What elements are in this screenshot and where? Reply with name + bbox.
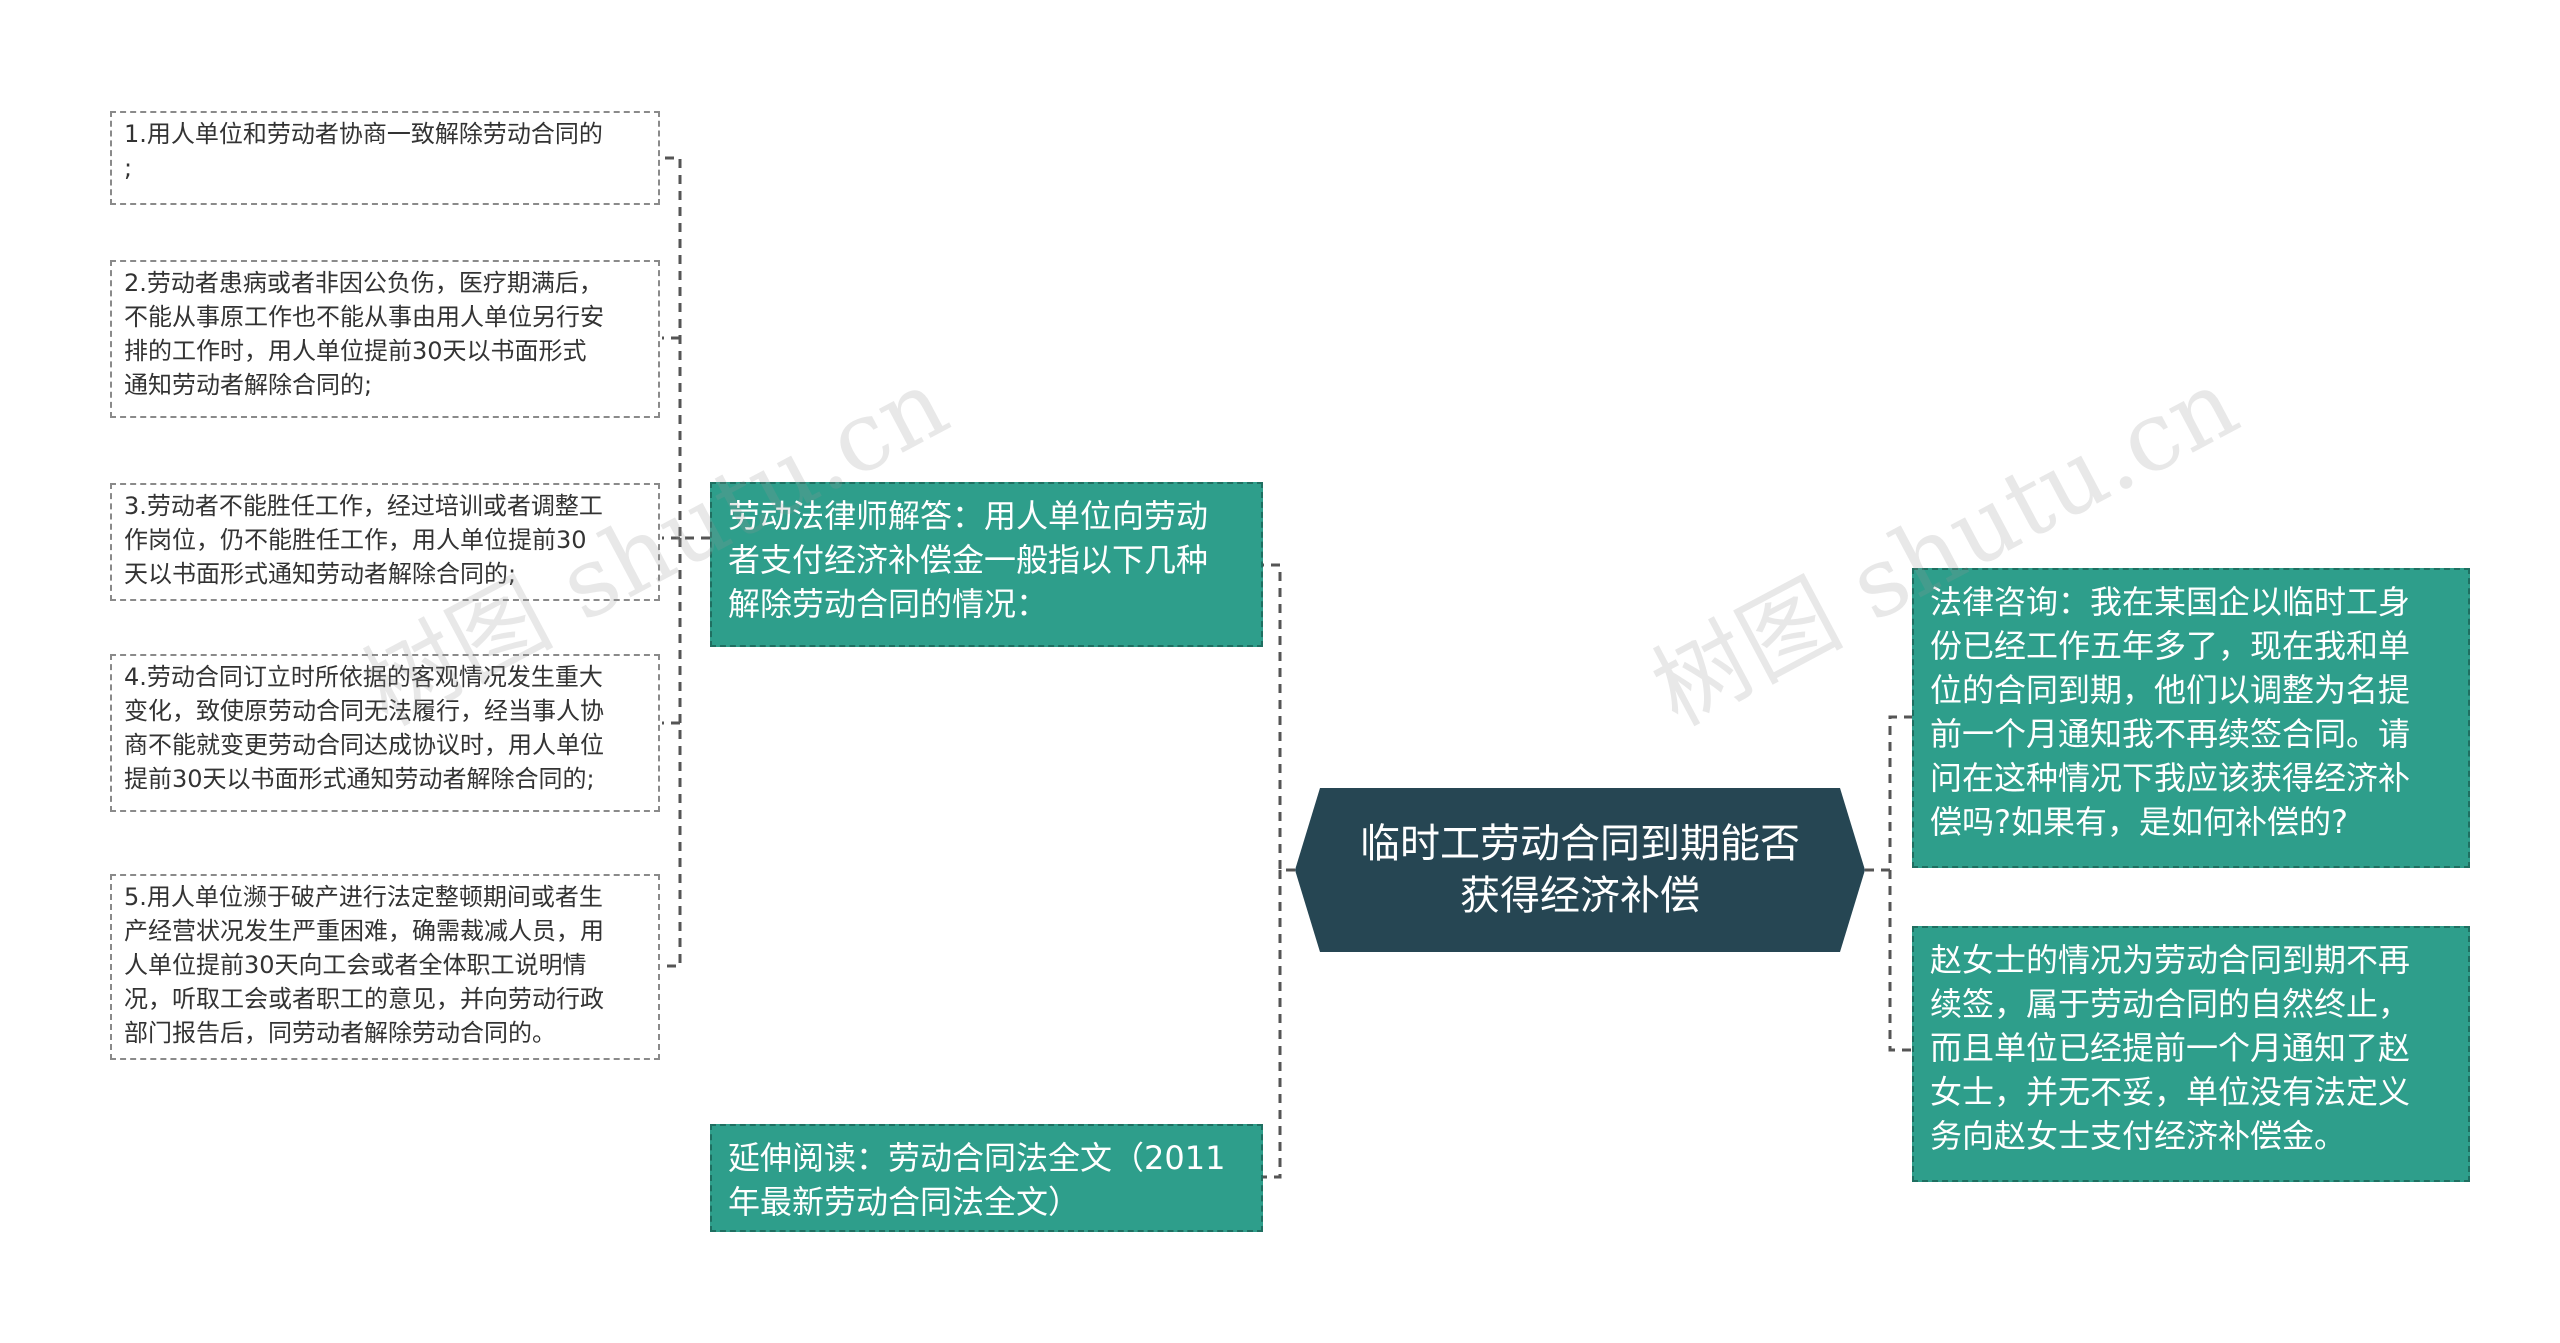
connector-root-right: [1865, 715, 1912, 1052]
leaf-item-5: 5.用人单位濒于破产进行法定整顿期间或者生 产经营状况发生严重困难，确需裁减人员…: [110, 874, 660, 1060]
leaf-item-1: 1.用人单位和劳动者协商一致解除劳动合同的 ;: [110, 111, 660, 205]
connector-branch1-items: [662, 156, 710, 968]
leaf-item-2: 2.劳动者患病或者非因公负伤，医疗期满后， 不能从事原工作也不能从事由用人单位另…: [110, 260, 660, 418]
branch-answer-ms-zhao: 赵女士的情况为劳动合同到期不再 续签，属于劳动合同的自然终止， 而且单位已经提前…: [1912, 926, 2470, 1182]
leaf-item-3: 3.劳动者不能胜任工作，经过培训或者调整工 作岗位，仍不能胜任工作，用人单位提前…: [110, 483, 660, 601]
leaf-item-4: 4.劳动合同订立时所依据的客观情况发生重大 变化，致使原劳动合同无法履行，经当事…: [110, 654, 660, 812]
branch-lawyer-answer: 劳动法律师解答：用人单位向劳动 者支付经济补偿金一般指以下几种 解除劳动合同的情…: [710, 482, 1263, 647]
connector-root-left: [1263, 563, 1295, 1179]
branch-legal-consultation: 法律咨询：我在某国企以临时工身 份已经工作五年多了，现在我和单 位的合同到期，他…: [1912, 568, 2470, 868]
branch-extended-reading: 延伸阅读：劳动合同法全文（2011 年最新劳动合同法全文）: [710, 1124, 1263, 1232]
root-topic: 临时工劳动合同到期能否 获得经济补偿: [1295, 788, 1865, 952]
